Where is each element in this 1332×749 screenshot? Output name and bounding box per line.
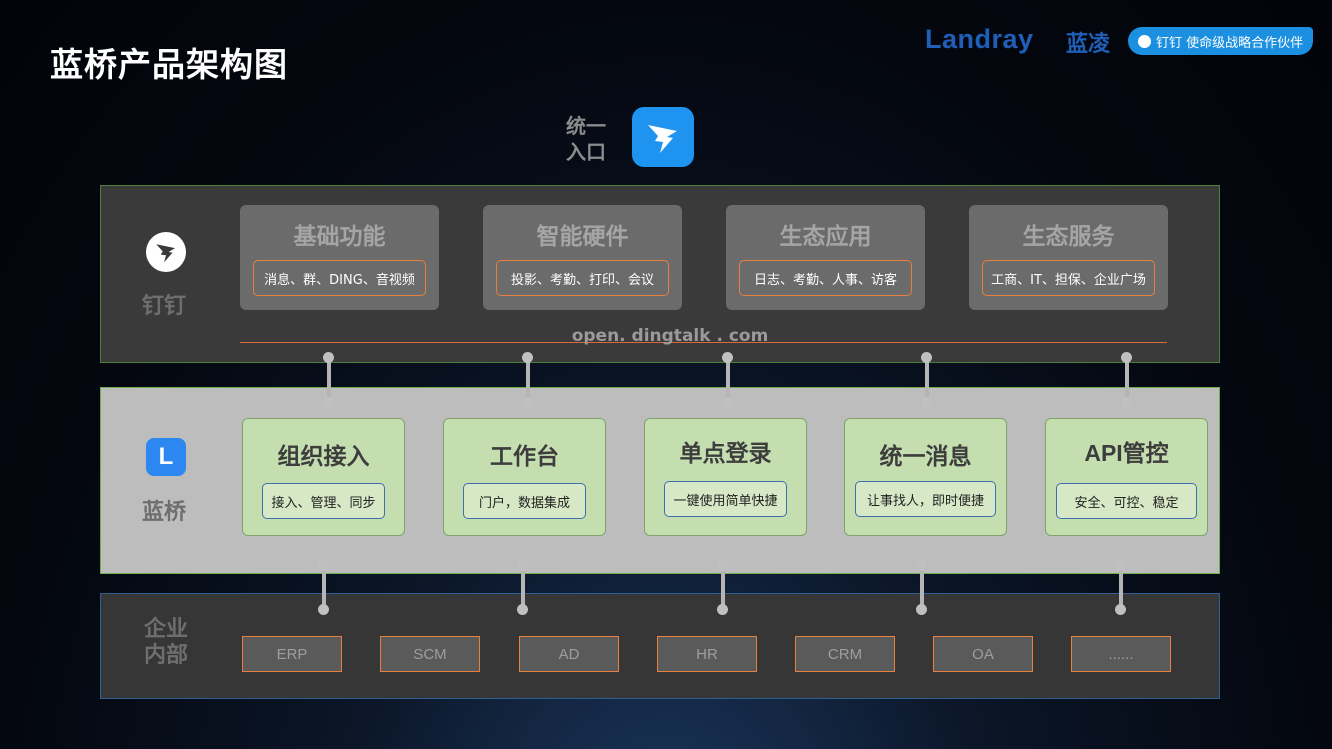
ding-box-basic: 基础功能 消息、群、DING、音视频 [240, 205, 439, 310]
ding-box-eco-services: 生态服务 工商、IT、担保、企业广场 [969, 205, 1168, 310]
ding-box-hardware: 智能硬件 投影、考勤、打印、会议 [483, 205, 682, 310]
system-more: ...... [1071, 636, 1171, 672]
connector-line [322, 568, 326, 610]
system-crm: CRM [795, 636, 895, 672]
entry-label: 统一 入口 [566, 113, 610, 165]
connector-dot [318, 560, 329, 571]
lq-box-sub: 接入、管理、同步 [262, 483, 385, 519]
enterprise-layer-label: 企业 内部 [144, 617, 188, 669]
lq-box-api-control: API管控 安全、可控、稳定 [1045, 418, 1208, 536]
lq-box-title: 单点登录 [679, 441, 772, 467]
connector-dot [722, 397, 733, 408]
ding-box-sub: 工商、IT、担保、企业广场 [982, 260, 1155, 296]
connector-dot [717, 604, 728, 615]
lq-box-workbench: 工作台 门户，数据集成 [443, 418, 606, 536]
ding-box-title: 基础功能 [293, 224, 386, 250]
connector-dot [323, 352, 334, 363]
ding-box-sub: 投影、考勤、打印、会议 [496, 260, 669, 296]
connector-dot [921, 397, 932, 408]
dingtalk-wing-icon [156, 244, 176, 263]
enterprise-label-line2: 内部 [144, 643, 189, 668]
system-scm: SCM [380, 636, 480, 672]
connector-dot [323, 397, 334, 408]
connector-dot [722, 352, 733, 363]
connector-dot [916, 604, 927, 615]
connector-dot [522, 352, 533, 363]
partner-tag-text: 钉钉 使命级战略合作伙伴 [1156, 35, 1304, 51]
landray-logo: Landray [925, 24, 1034, 54]
lq-box-sub: 一键使用简单快捷 [664, 481, 787, 517]
connector-line [726, 358, 730, 402]
ding-box-sub: 日志、考勤、人事、访客 [739, 260, 912, 296]
connector-line [521, 568, 525, 610]
lq-box-org-access: 组织接入 接入、管理、同步 [242, 418, 405, 536]
connector-line [526, 358, 530, 402]
ding-box-title: 生态应用 [779, 224, 872, 250]
lanqiao-icon: L [146, 438, 186, 476]
lq-box-title: 统一消息 [879, 444, 972, 470]
ding-box-title: 智能硬件 [536, 224, 629, 250]
connector-line [925, 358, 929, 402]
connector-dot [1121, 397, 1132, 408]
connector-line [721, 568, 725, 610]
lq-box-title: 组织接入 [277, 444, 370, 470]
domain-underline [240, 342, 1167, 343]
system-erp: ERP [242, 636, 342, 672]
entry-label-line1: 统一 [566, 114, 606, 138]
connector-dot [517, 604, 528, 615]
lq-box-sub: 让事找人，即时便捷 [855, 481, 996, 517]
dingtalk-icon [146, 232, 186, 272]
dingtalk-wing-icon [648, 125, 677, 153]
dingtalk-layer-label: 钉钉 [142, 294, 187, 319]
entry-label-line2: 入口 [566, 140, 606, 164]
lq-box-title: API管控 [1084, 440, 1169, 466]
ding-box-eco-apps: 生态应用 日志、考勤、人事、访客 [726, 205, 925, 310]
dingtalk-app-icon [632, 107, 694, 167]
connector-dot [916, 560, 927, 571]
connector-dot [717, 560, 728, 571]
ding-box-sub: 消息、群、DING、音视频 [253, 260, 426, 296]
lq-box-sub: 门户，数据集成 [463, 483, 586, 519]
system-ad: AD [519, 636, 619, 672]
connector-dot [517, 560, 528, 571]
connector-dot [921, 352, 932, 363]
lq-box-sub: 安全、可控、稳定 [1056, 483, 1197, 519]
lq-box-title: 工作台 [490, 444, 559, 470]
connector-line [920, 568, 924, 610]
connector-line [327, 358, 331, 402]
enterprise-label-line1: 企业 [144, 617, 189, 642]
partner-tag: 钉钉 使命级战略合作伙伴 [1128, 27, 1313, 55]
connector-line [1125, 358, 1129, 402]
dingtalk-dot-icon [1138, 34, 1151, 48]
lq-box-unified-message: 统一消息 让事找人，即时便捷 [844, 418, 1007, 536]
system-oa: OA [933, 636, 1033, 672]
system-hr: HR [657, 636, 757, 672]
dingtalk-domain: open. dingtalk . com [571, 326, 769, 346]
ding-box-title: 生态服务 [1022, 224, 1115, 250]
connector-dot [1115, 604, 1126, 615]
lq-box-sso: 单点登录 一键使用简单快捷 [644, 418, 807, 536]
connector-line [1119, 568, 1123, 610]
page-title: 蓝桥产品架构图 [50, 45, 288, 84]
connector-dot [1121, 352, 1132, 363]
connector-dot [522, 397, 533, 408]
connector-dot [1115, 560, 1126, 571]
landray-logo-cn: 蓝凌 [1066, 32, 1111, 57]
lanqiao-layer-label: 蓝桥 [142, 500, 187, 525]
connector-dot [318, 604, 329, 615]
